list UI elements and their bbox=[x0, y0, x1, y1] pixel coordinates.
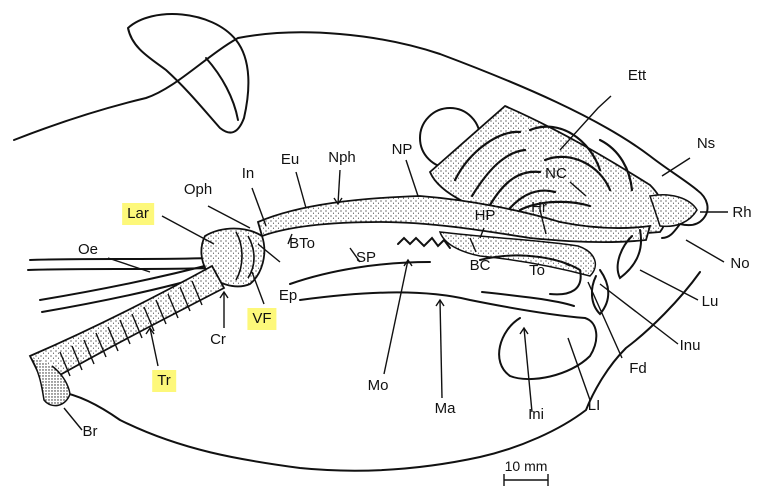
label-to: To bbox=[529, 262, 545, 280]
label-oe: Oe bbox=[78, 241, 98, 259]
label-tr: Tr bbox=[152, 370, 176, 392]
label-np: NP bbox=[392, 141, 413, 159]
label-vf: VF bbox=[247, 308, 276, 330]
ear-inner-line bbox=[206, 58, 238, 120]
label-br: Br bbox=[83, 423, 98, 441]
mandible-outline bbox=[300, 292, 596, 379]
label-rh: Rh bbox=[732, 204, 751, 222]
label-lu: Lu bbox=[702, 293, 719, 311]
neck-line-lower bbox=[28, 268, 210, 270]
label-no: No bbox=[730, 255, 749, 273]
label-lar: Lar bbox=[122, 203, 154, 225]
label-nc: NC bbox=[545, 165, 567, 183]
label-hp: HP bbox=[475, 207, 496, 225]
label-mo: Mo bbox=[368, 377, 389, 395]
label-ep: Ep bbox=[279, 287, 297, 305]
label-fd: Fd bbox=[629, 360, 647, 378]
label-bc: BC bbox=[470, 257, 491, 275]
molar-row bbox=[398, 238, 450, 248]
label-ma: Ma bbox=[435, 400, 456, 418]
label-cr: Cr bbox=[210, 331, 226, 349]
label-hr: Hr bbox=[531, 199, 547, 217]
label-ini: Ini bbox=[528, 406, 544, 424]
label-sp: SP bbox=[356, 249, 376, 267]
label-in: In bbox=[242, 165, 255, 183]
label-inu: Inu bbox=[680, 337, 701, 355]
neck-line-upper bbox=[30, 258, 210, 260]
label-ns: Ns bbox=[697, 135, 715, 153]
label-ett: Ett bbox=[628, 67, 646, 85]
label-oph: Oph bbox=[184, 181, 212, 199]
label-eu: Eu bbox=[281, 151, 299, 169]
scale-bar-label: 10 mm bbox=[505, 458, 548, 474]
label-li: LI bbox=[588, 397, 601, 415]
label-nph: Nph bbox=[328, 149, 356, 167]
label-bto: BTo bbox=[289, 235, 315, 253]
